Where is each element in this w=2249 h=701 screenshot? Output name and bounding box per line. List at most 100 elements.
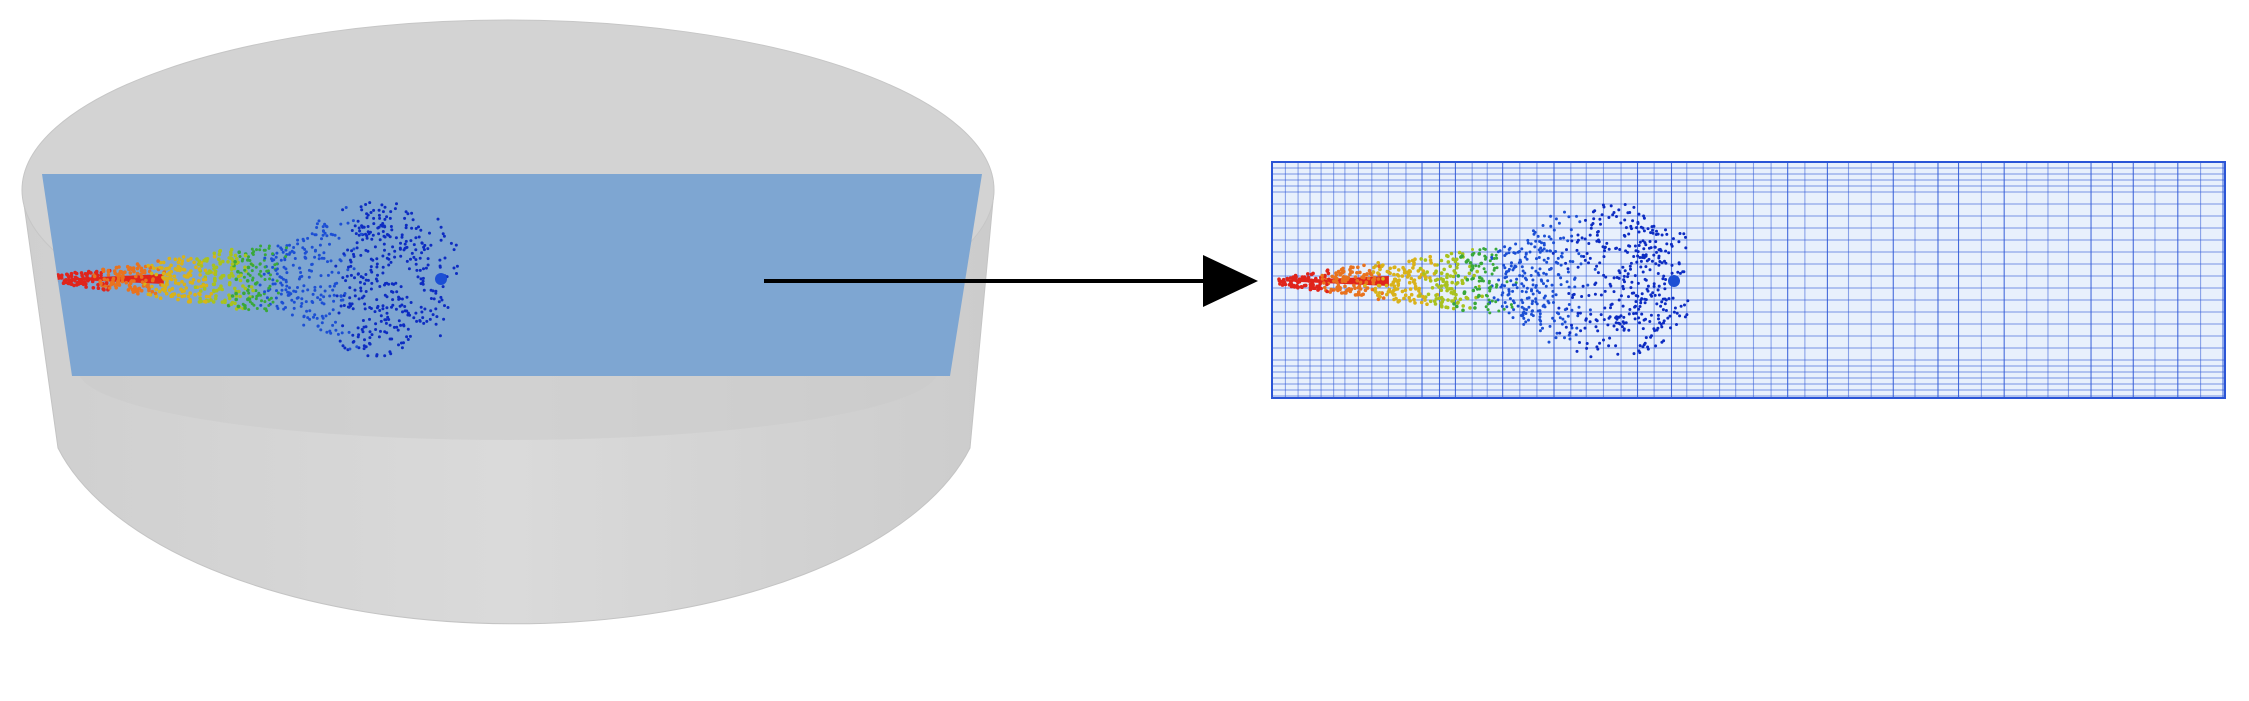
spray-particle	[1537, 273, 1541, 277]
spray-particle	[1652, 284, 1656, 288]
spray-particle	[1449, 290, 1454, 295]
spray-particle	[1629, 286, 1633, 290]
spray-particle	[293, 257, 297, 260]
spray-particle	[351, 307, 355, 311]
spray-particle	[347, 330, 351, 334]
spray-particle	[359, 275, 363, 279]
spray-particle	[1522, 310, 1526, 314]
spray-particle	[1348, 289, 1353, 294]
spray-particle	[1378, 295, 1382, 299]
spray-particle	[212, 282, 217, 287]
spray-particle	[368, 341, 371, 345]
spray-particle	[112, 269, 117, 273]
spray-particle	[1320, 277, 1325, 281]
spray-particle	[437, 300, 441, 304]
spray-particle	[173, 281, 178, 285]
spray-particle	[1616, 352, 1620, 356]
spray-particle	[1661, 308, 1665, 312]
spray-particle	[238, 278, 243, 283]
spray-particle	[241, 284, 245, 288]
spray-particle	[1609, 204, 1613, 208]
spray-particle	[1497, 278, 1501, 282]
spray-particle	[205, 257, 210, 261]
spray-particle	[1377, 264, 1381, 269]
spray-particle	[1478, 275, 1482, 280]
spray-particle	[1537, 256, 1541, 259]
spray-particle	[1561, 317, 1565, 321]
spray-particle	[347, 265, 350, 269]
spray-particle	[263, 290, 267, 294]
spray-particle	[151, 266, 156, 271]
spray-particle	[1568, 337, 1572, 341]
spray-particle	[1685, 313, 1689, 317]
spray-particle	[1606, 323, 1610, 327]
spray-particle	[1461, 304, 1465, 308]
spray-particle	[335, 281, 339, 285]
spray-particle	[1576, 233, 1580, 237]
spray-particle	[1487, 298, 1491, 302]
spray-particle	[1670, 271, 1674, 275]
spray-particle	[399, 241, 402, 245]
spray-particle	[1433, 263, 1437, 267]
spray-particle	[1334, 271, 1338, 275]
spray-particle	[362, 347, 366, 351]
spray-particle	[349, 264, 353, 268]
spray-particle	[207, 294, 212, 299]
spray-particle	[1542, 296, 1546, 300]
spray-particle	[1559, 263, 1563, 267]
spray-particle	[1300, 275, 1305, 279]
spray-particle	[1414, 287, 1418, 291]
spray-particle	[182, 268, 187, 272]
spray-particle	[387, 252, 391, 256]
spray-particle	[320, 321, 324, 325]
spray-particle	[1560, 322, 1564, 326]
spray-particle	[387, 263, 391, 267]
spray-particle	[1571, 296, 1574, 299]
spray-particle	[1576, 265, 1580, 269]
spray-particle	[420, 310, 424, 314]
spray-particle	[1622, 315, 1626, 319]
spray-tip-cluster	[435, 273, 447, 285]
spray-particle	[1486, 308, 1490, 312]
spray-particle	[322, 295, 326, 299]
spray-particle	[434, 291, 438, 295]
spray-particle	[1657, 317, 1660, 321]
spray-particle	[1495, 266, 1499, 270]
spray-particle	[310, 300, 314, 303]
spray-particle	[1559, 236, 1562, 240]
spray-particle	[368, 330, 372, 334]
spray-particle	[395, 290, 399, 294]
spray-particle	[1554, 250, 1558, 253]
spray-particle	[1293, 277, 1298, 282]
spray-particle	[267, 304, 271, 307]
spray-particle	[212, 251, 217, 256]
spray-particle	[383, 248, 386, 252]
spray-particle	[319, 293, 323, 297]
spray-particle	[1686, 299, 1690, 303]
spray-particle	[1434, 297, 1439, 301]
spray-particle	[1374, 290, 1378, 294]
spray-particle	[172, 292, 177, 296]
spray-particle	[1657, 293, 1661, 297]
spray-particle	[1657, 284, 1661, 288]
spray-particle	[302, 284, 306, 288]
spray-particle	[187, 271, 191, 276]
spray-particle	[1538, 312, 1542, 316]
spray-particle	[409, 301, 413, 304]
spray-particle	[420, 241, 424, 245]
spray-particle	[73, 275, 78, 280]
spray-particle	[1476, 295, 1480, 299]
spray-particle	[1542, 258, 1546, 262]
spray-particle	[1632, 205, 1636, 209]
spray-particle	[446, 306, 450, 309]
spray-particle	[317, 219, 321, 223]
spray-particle	[1592, 217, 1596, 221]
arrow-head	[1203, 255, 1258, 307]
spray-particle	[1434, 270, 1438, 275]
spray-particle	[1650, 259, 1654, 263]
spray-particle	[175, 268, 180, 272]
spray-particle	[1671, 296, 1675, 300]
spray-particle	[177, 257, 182, 262]
spray-particle	[455, 264, 459, 268]
spray-particle	[120, 279, 125, 284]
